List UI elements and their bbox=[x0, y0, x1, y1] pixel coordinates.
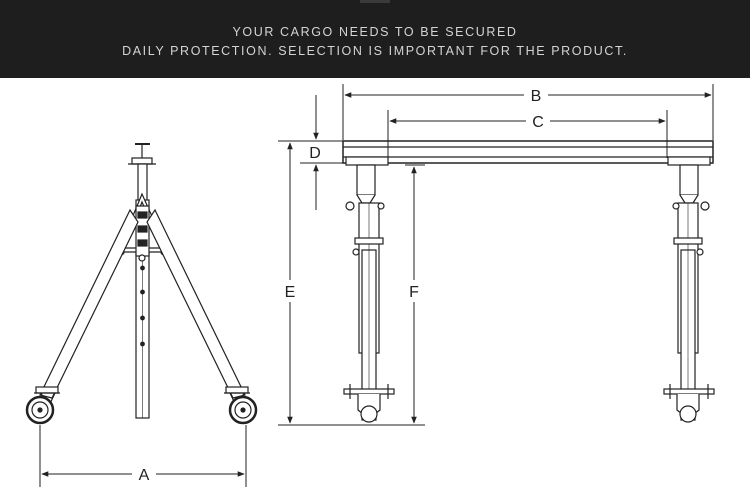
top-beam bbox=[342, 140, 714, 166]
front-view bbox=[342, 140, 715, 423]
label-a: A bbox=[139, 467, 150, 484]
dimension-c bbox=[387, 110, 668, 158]
banner-title: YOUR CARGO NEEDS TO BE SECURED bbox=[232, 25, 518, 39]
right-leg bbox=[146, 208, 246, 399]
side-view bbox=[25, 143, 258, 425]
label-b: B bbox=[531, 88, 542, 105]
right-caster bbox=[224, 386, 258, 425]
dimension-f bbox=[404, 164, 425, 424]
header-banner: YOUR CARGO NEEDS TO BE SECURED DAILY PRO… bbox=[0, 0, 750, 78]
left-leg bbox=[39, 208, 139, 399]
left-column bbox=[343, 164, 395, 423]
banner-subtitle: DAILY PROTECTION. SELECTION IS IMPORTANT… bbox=[122, 44, 628, 58]
label-d: D bbox=[309, 145, 321, 162]
right-column bbox=[663, 164, 715, 423]
label-c: C bbox=[532, 114, 544, 131]
top-handle bbox=[128, 143, 156, 165]
dimension-b bbox=[342, 84, 714, 140]
label-e: E bbox=[285, 284, 296, 301]
dimension-e bbox=[278, 140, 425, 426]
left-caster bbox=[25, 386, 60, 425]
label-f: F bbox=[409, 284, 419, 301]
dimension-d bbox=[300, 95, 343, 210]
dimension-a bbox=[39, 425, 247, 487]
banner-accent bbox=[360, 0, 390, 3]
